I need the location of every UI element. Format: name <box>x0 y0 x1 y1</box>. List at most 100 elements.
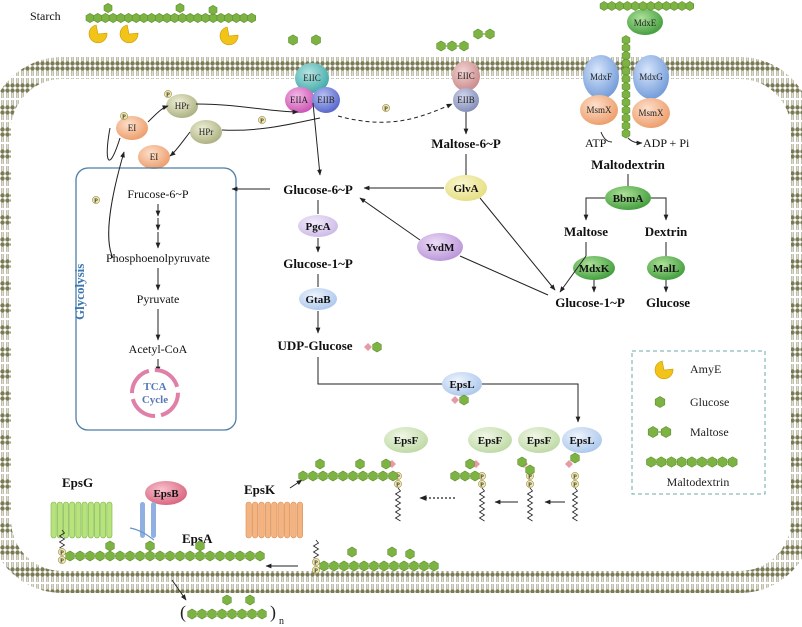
starch-label: Starch <box>30 9 61 23</box>
phosphate-icon <box>571 472 579 480</box>
glucose-unit-icon <box>405 548 415 560</box>
cycle-label: Cycle <box>142 394 168 406</box>
glucose-unit-icon <box>145 540 155 552</box>
glycolysis-box: Glycolysis Frucose-6~P Phosphoenolpyruva… <box>72 151 237 431</box>
legend-glucose-label: Glucose <box>690 395 729 409</box>
maltodextrin-chain-through-transporter <box>599 1 695 139</box>
phosphate-icon <box>312 558 320 566</box>
glva-label: GlvA <box>453 183 478 195</box>
phosphate-label: P <box>314 568 318 574</box>
enzyme-epsb: EpsB <box>145 481 187 505</box>
epsk-helix <box>252 501 259 539</box>
lipid-carrier-line <box>526 487 534 522</box>
mdxe-label: MdxE <box>634 18 657 28</box>
enzyme-epsf-2: EpsF <box>468 427 512 453</box>
epsk-helix <box>296 501 303 539</box>
phosphate-label: P <box>94 198 98 204</box>
polymer-bracket-open: ( <box>180 602 186 623</box>
maltose-6p-label: Maltose-6~P <box>431 136 501 151</box>
glucose-unit-icon <box>727 456 738 468</box>
bbma-label: BbmA <box>613 193 644 205</box>
epsa-label: EpsA <box>182 531 213 546</box>
phosphate-icon <box>382 104 390 112</box>
phosphate-icon <box>478 480 486 488</box>
acetyl-coa-label: Acetyl-CoA <box>129 342 188 356</box>
enzyme-epsl-bottom: EpsL <box>562 427 602 453</box>
lipid-carrier-line <box>394 487 402 522</box>
glucose-unit-icon <box>255 550 265 562</box>
enzyme-pgca: PgcA <box>298 215 338 237</box>
glucose-unit-icon <box>257 608 267 620</box>
pts-relay: EI EI HPr HPr <box>106 94 453 169</box>
amye-icon <box>654 360 674 380</box>
epsg-helix <box>100 501 107 539</box>
epsg-helix <box>63 501 69 539</box>
mdxf-label: MdxF <box>590 72 612 82</box>
glucose-unit-icon <box>517 456 527 468</box>
glucose-unit-icon <box>660 426 672 438</box>
glucose-unit-icon <box>570 452 580 464</box>
epsk-helix <box>277 501 284 539</box>
legend-amye-label: AmyE <box>690 362 721 376</box>
enzyme-yvdm: YvdM <box>417 233 463 261</box>
legend-icons <box>646 360 738 468</box>
mdxk-label: MdxK <box>579 263 610 275</box>
enzyme-epsf-1: EpsF <box>384 427 428 453</box>
glucose-unit-icon <box>387 546 397 558</box>
enzyme-glva: GlvA <box>445 175 487 201</box>
legend-maltose-label: Maltose <box>690 425 729 439</box>
polymer-subscript-n: n <box>279 616 284 627</box>
eiib-maltose-label: EIIB <box>457 95 475 105</box>
epsg-helix <box>81 501 88 539</box>
phosphate-icon <box>58 548 66 556</box>
pts-glucose-transporter: EIIC EIIA EIIB <box>285 63 340 113</box>
epsf-3-label: EpsF <box>527 435 552 447</box>
glucose-unit-icon <box>311 34 321 46</box>
epsb-label: EpsB <box>153 488 179 500</box>
epsg-helix <box>106 501 113 539</box>
glucose-1p-left-label: Glucose-1~P <box>283 256 353 271</box>
glucose-1p-right-label: Glucose-1~P <box>555 295 625 310</box>
epsa-helix <box>140 502 145 538</box>
lipid-carrier-line <box>478 487 486 522</box>
mdxg-label: MdxG <box>639 72 663 82</box>
epsg-label: EpsG <box>62 475 93 490</box>
epsk-label: EpsK <box>244 482 276 497</box>
epsf-2-label: EpsF <box>478 435 503 447</box>
glucose-unit-icon <box>355 458 365 470</box>
glucose-unit-icon <box>381 458 391 470</box>
phosphate-icon <box>258 116 266 124</box>
phosphate-label: P <box>60 550 64 556</box>
phosphate-icon <box>120 112 128 120</box>
legend-maltodextrin-label: Maltodextrin <box>667 475 730 489</box>
lipid-carrier-line <box>312 539 320 559</box>
glucose-unit-icon <box>429 560 439 572</box>
pts-maltose-transporter: EIIC EIIB <box>452 61 480 112</box>
pyruvate-label: Pyruvate <box>137 292 180 306</box>
udp-glucose-label: UDP-Glucose <box>277 338 352 353</box>
glucose-unit-icon <box>175 3 185 13</box>
epsa-helix <box>151 502 156 538</box>
glucose-unit-icon <box>621 128 631 139</box>
epsg-helix <box>75 501 82 539</box>
msmx-left-label: MsmX <box>586 105 612 115</box>
hpr-label-2: HPr <box>199 127 214 137</box>
atp-label: ATP <box>585 136 607 150</box>
phosphate-label: P <box>396 474 400 480</box>
epsk-helix <box>284 501 291 539</box>
sugar-nucleotide-icon <box>364 343 372 351</box>
glucose-unit-icon <box>388 470 398 482</box>
phosphate-icon <box>394 480 402 488</box>
legend: AmyE Glucose Maltose Maltodextrin <box>631 350 766 495</box>
glucose-unit-icon <box>685 1 695 11</box>
amye-icon <box>119 24 139 44</box>
cell-membrane <box>0 57 802 593</box>
phosphate-icon <box>312 566 320 574</box>
epsk-helix <box>271 501 278 539</box>
amye-icon <box>88 24 108 44</box>
glucose-unit-icon <box>195 540 205 552</box>
phosphate-label: P <box>573 482 577 488</box>
glycolysis-label: Glycolysis <box>72 264 87 320</box>
epsg-helix <box>94 501 100 539</box>
